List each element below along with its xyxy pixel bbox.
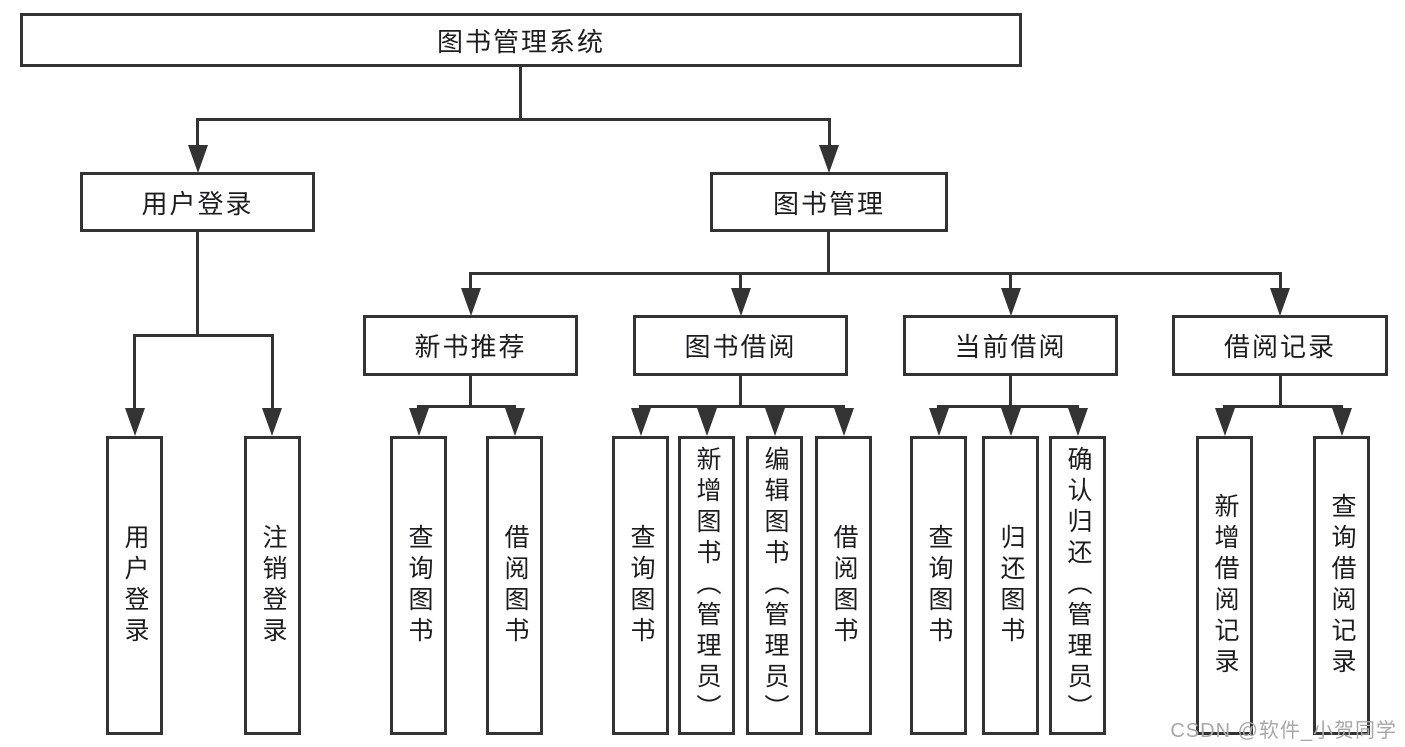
node-new-book-recommendation-label: 新书推荐: [414, 332, 527, 362]
node-borrowing-records-label: 借阅记录: [1223, 332, 1336, 362]
arrow-down-icon: [262, 408, 282, 436]
arrow-down-icon: [834, 408, 854, 436]
node-book-borrowing: 图书借阅: [633, 315, 848, 376]
node-book-management: 图书管理: [710, 172, 948, 232]
arrow-down-icon: [409, 408, 429, 436]
connector-line: [828, 118, 831, 148]
connector-line: [196, 232, 199, 336]
connector-line: [1279, 272, 1282, 290]
leaf-return-books-label: 归还图书: [997, 523, 1025, 648]
node-user-login: 用户登录: [80, 172, 315, 232]
leaf-add-books-admin-label: 新增图书（管理员）: [693, 446, 721, 725]
connector-line: [937, 405, 1079, 408]
leaf-query-borrow-record: 查询借阅记录: [1313, 436, 1370, 735]
leaf-confirm-return-admin: 确认归还（管理员）: [1049, 436, 1106, 735]
arrow-down-icon: [631, 408, 651, 436]
leaf-borrow-books-recommend-label: 借阅图书: [501, 523, 529, 648]
connector-line: [133, 334, 136, 410]
arrow-down-icon: [731, 288, 751, 316]
arrow-down-icon: [188, 145, 208, 173]
arrow-down-icon: [1332, 408, 1352, 436]
arrow-down-icon: [765, 408, 785, 436]
leaf-query-books-recommend: 查询图书: [390, 436, 447, 735]
connector-line: [196, 118, 831, 121]
arrow-down-icon: [819, 145, 839, 173]
connector-line: [469, 272, 1282, 275]
leaf-query-books-borrowing-label: 查询图书: [627, 523, 655, 648]
connector-line: [739, 375, 742, 407]
leaf-add-borrow-record: 新增借阅记录: [1196, 436, 1253, 735]
leaf-return-books: 归还图书: [982, 436, 1039, 735]
leaf-borrow-books-borrowing-label: 借阅图书: [830, 523, 858, 648]
leaf-borrow-books-borrowing: 借阅图书: [815, 436, 872, 735]
connector-line: [1223, 405, 1343, 408]
leaf-query-books-current: 查询图书: [910, 436, 967, 735]
connector-line: [133, 334, 274, 337]
leaf-add-borrow-record-label: 新增借阅记录: [1211, 492, 1239, 679]
node-new-book-recommendation: 新书推荐: [363, 315, 578, 376]
leaf-logout-label: 注销登录: [259, 523, 287, 648]
connector-line: [639, 405, 845, 408]
leaf-add-books-admin: 新增图书（管理员）: [678, 436, 735, 735]
leaf-user-login: 用户登录: [106, 436, 163, 735]
node-user-login-label: 用户登录: [141, 188, 254, 219]
arrow-down-icon: [697, 408, 717, 436]
arrow-down-icon: [125, 408, 145, 436]
connector-line: [271, 334, 274, 410]
arrow-down-icon: [1001, 408, 1021, 436]
leaf-user-login-label: 用户登录: [121, 523, 149, 648]
node-current-borrowing-label: 当前借阅: [954, 332, 1067, 362]
node-current-borrowing: 当前借阅: [903, 315, 1118, 376]
leaf-edit-books-admin: 编辑图书（管理员）: [746, 436, 803, 735]
connector-line: [739, 272, 742, 290]
leaf-logout: 注销登录: [244, 436, 301, 735]
arrow-down-icon: [461, 288, 481, 316]
connector-line: [469, 375, 472, 407]
connector-line: [196, 118, 199, 148]
connector-line: [519, 67, 522, 120]
arrow-down-icon: [1001, 288, 1021, 316]
connector-line: [1279, 375, 1282, 407]
arrow-down-icon: [1068, 408, 1088, 436]
leaf-query-books-recommend-label: 查询图书: [405, 523, 433, 648]
node-root-label: 图书管理系统: [436, 26, 605, 57]
connector-line: [1009, 272, 1012, 290]
leaf-query-books-current-label: 查询图书: [925, 523, 953, 648]
arrow-down-icon: [929, 408, 949, 436]
connector-line: [417, 405, 516, 408]
leaf-query-borrow-record-label: 查询借阅记录: [1328, 492, 1356, 679]
connector-line: [469, 272, 472, 290]
arrow-down-icon: [505, 408, 525, 436]
csdn-watermark: CSDN @软件_小贺同学: [1170, 720, 1397, 742]
node-book-borrowing-label: 图书借阅: [684, 332, 797, 362]
node-root: 图书管理系统: [20, 13, 1022, 67]
connector-line: [827, 232, 830, 274]
leaf-query-books-borrowing: 查询图书: [612, 436, 669, 735]
leaf-borrow-books-recommend: 借阅图书: [486, 436, 543, 735]
node-book-management-label: 图书管理: [772, 188, 885, 219]
connector-line: [1009, 375, 1012, 407]
node-borrowing-records: 借阅记录: [1172, 315, 1388, 376]
leaf-edit-books-admin-label: 编辑图书（管理员）: [761, 446, 789, 725]
arrow-down-icon: [1270, 288, 1290, 316]
arrow-down-icon: [1215, 408, 1235, 436]
leaf-confirm-return-admin-label: 确认归还（管理员）: [1064, 446, 1092, 725]
